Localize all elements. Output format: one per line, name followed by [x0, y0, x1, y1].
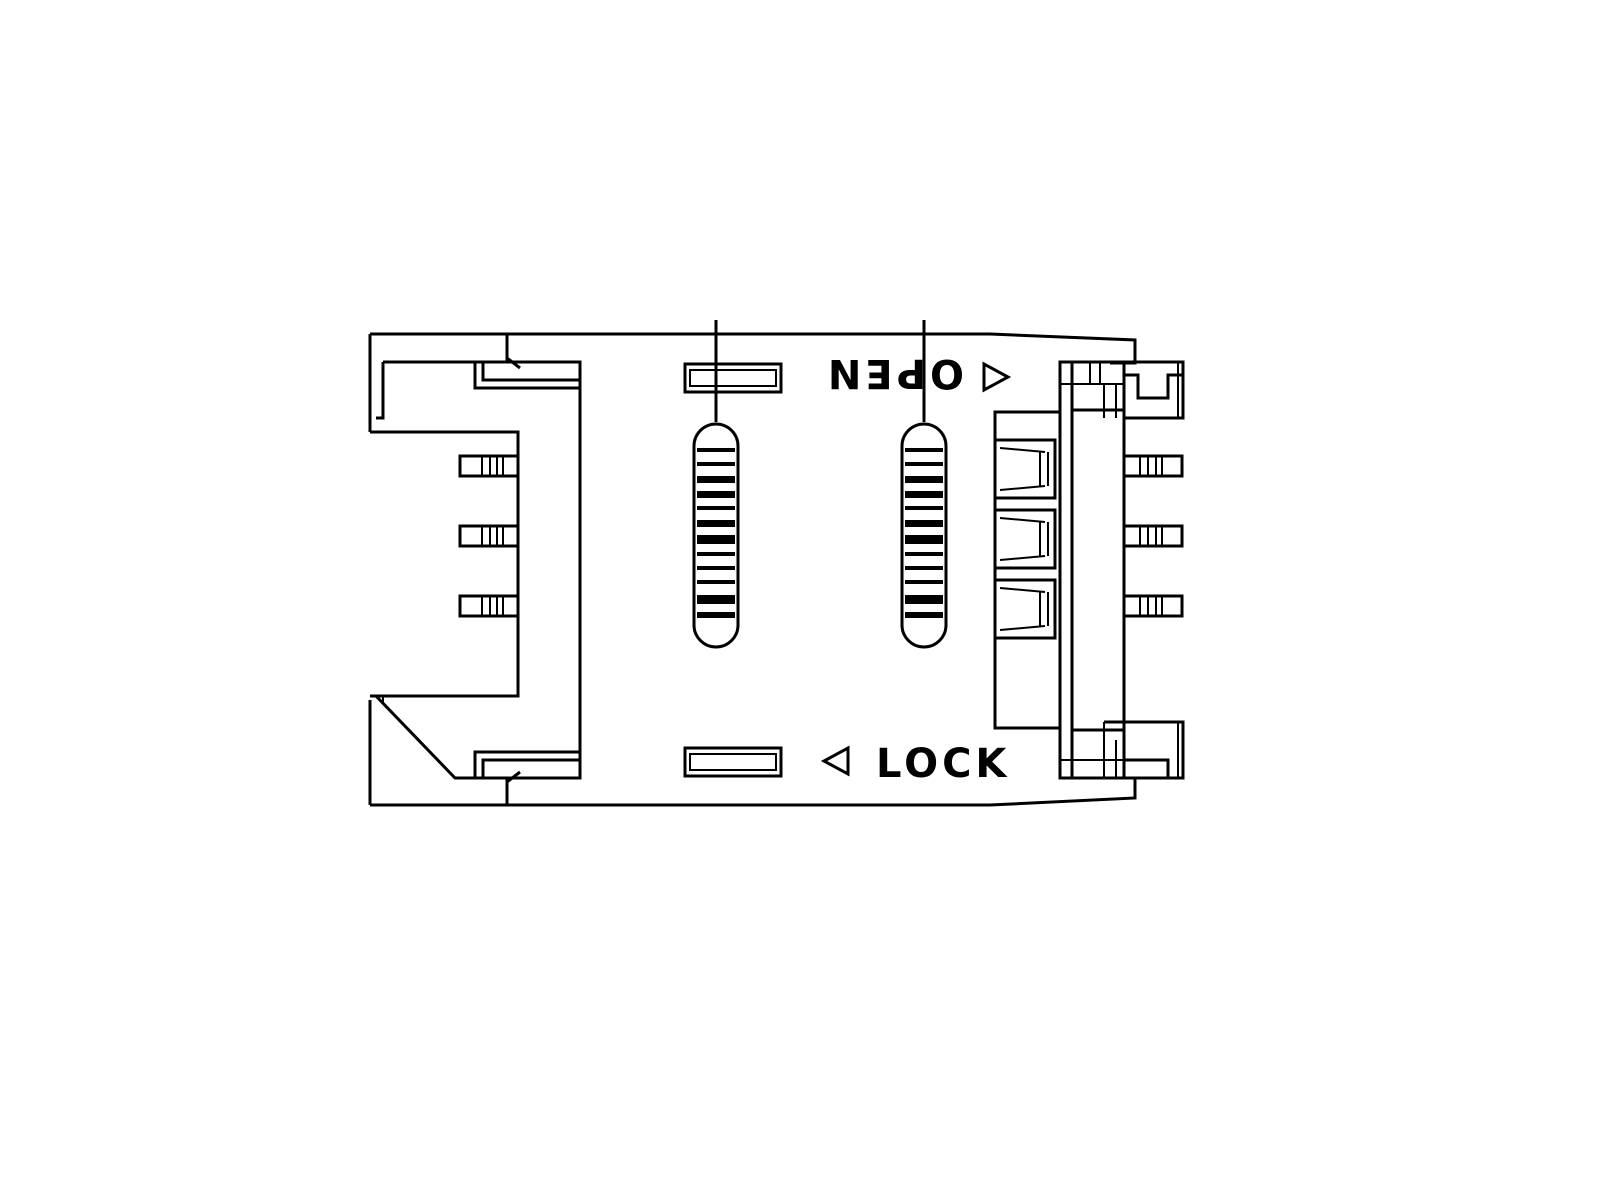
contact-spring-left: [692, 320, 740, 649]
right-pin-2: [1122, 524, 1184, 548]
right-contact-3: [993, 578, 1057, 640]
right-pins: [1122, 454, 1184, 618]
left-pin-3: [458, 594, 520, 618]
right-contacts: [993, 438, 1057, 640]
bottom-slot: [683, 746, 783, 778]
right-contact-1: [993, 438, 1057, 500]
right-contact-2: [993, 508, 1057, 570]
left-pins: [458, 454, 520, 618]
lock-label-group: LOCK: [820, 741, 1010, 787]
top-slot: [683, 362, 783, 394]
lock-label: LOCK: [876, 741, 1010, 787]
left-pin-2: [458, 524, 520, 548]
triangle-left-icon: [820, 745, 850, 777]
triangle-right-icon: [982, 361, 1012, 393]
right-frame: [993, 360, 1185, 780]
left-pin-1: [458, 454, 520, 478]
left-frame: [370, 334, 582, 805]
open-label: OPEN: [824, 350, 964, 396]
open-label-group: OPEN: [824, 350, 1012, 396]
right-pin-3: [1122, 594, 1184, 618]
contact-spring-right: [900, 320, 948, 649]
right-pin-1: [1122, 454, 1184, 478]
